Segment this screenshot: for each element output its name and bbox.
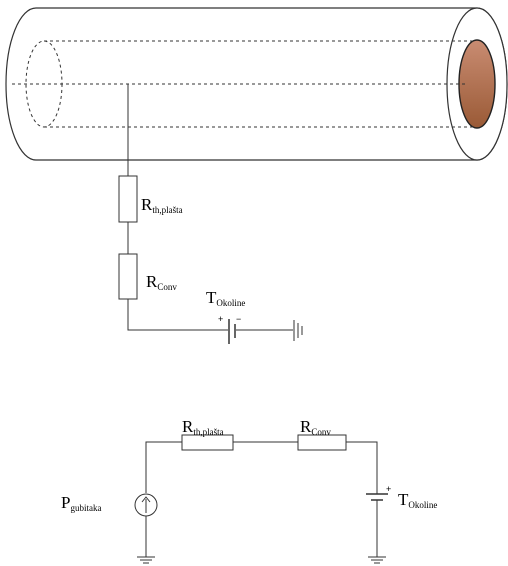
label-t-okoline: TOkoline bbox=[206, 288, 245, 308]
circuit-resistor-rth-plasta bbox=[181, 434, 234, 451]
wire-top-right bbox=[346, 441, 378, 494]
conductor-hidden-outline bbox=[12, 40, 476, 128]
cable bbox=[5, 7, 508, 161]
battery-plus-sign: + bbox=[218, 314, 223, 324]
ground-icon bbox=[293, 320, 303, 341]
circuit-label-rconv: RConv bbox=[300, 417, 331, 437]
copper-conductor bbox=[458, 39, 496, 129]
circuit-label-rth-plasta: Rth,plašta bbox=[182, 417, 224, 437]
wire-r2-to-battery bbox=[127, 299, 228, 331]
circuit-label-p-gubitaka: Pgubitaka bbox=[61, 493, 101, 513]
cable-outer-sheath bbox=[5, 7, 508, 161]
label-rth-plasta: Rth,plašta bbox=[141, 195, 183, 215]
battery-minus-sign: − bbox=[236, 314, 241, 324]
label-rconv: RConv bbox=[146, 272, 177, 292]
ground-icon-right bbox=[368, 556, 386, 564]
current-source-arrowhead bbox=[141, 496, 151, 503]
resistor-rth-plasta bbox=[118, 175, 138, 223]
circuit-battery-plus-sign: + bbox=[386, 484, 391, 494]
resistor-rconv bbox=[118, 253, 138, 300]
circuit-label-t-okoline: TOkoline bbox=[398, 490, 437, 510]
ground-icon-left bbox=[137, 556, 155, 564]
circuit-resistor-rconv bbox=[297, 434, 347, 451]
wire-top-left bbox=[145, 441, 182, 493]
cable-thermal-branch bbox=[118, 84, 303, 344]
thermal-equivalent-circuit bbox=[134, 434, 388, 564]
